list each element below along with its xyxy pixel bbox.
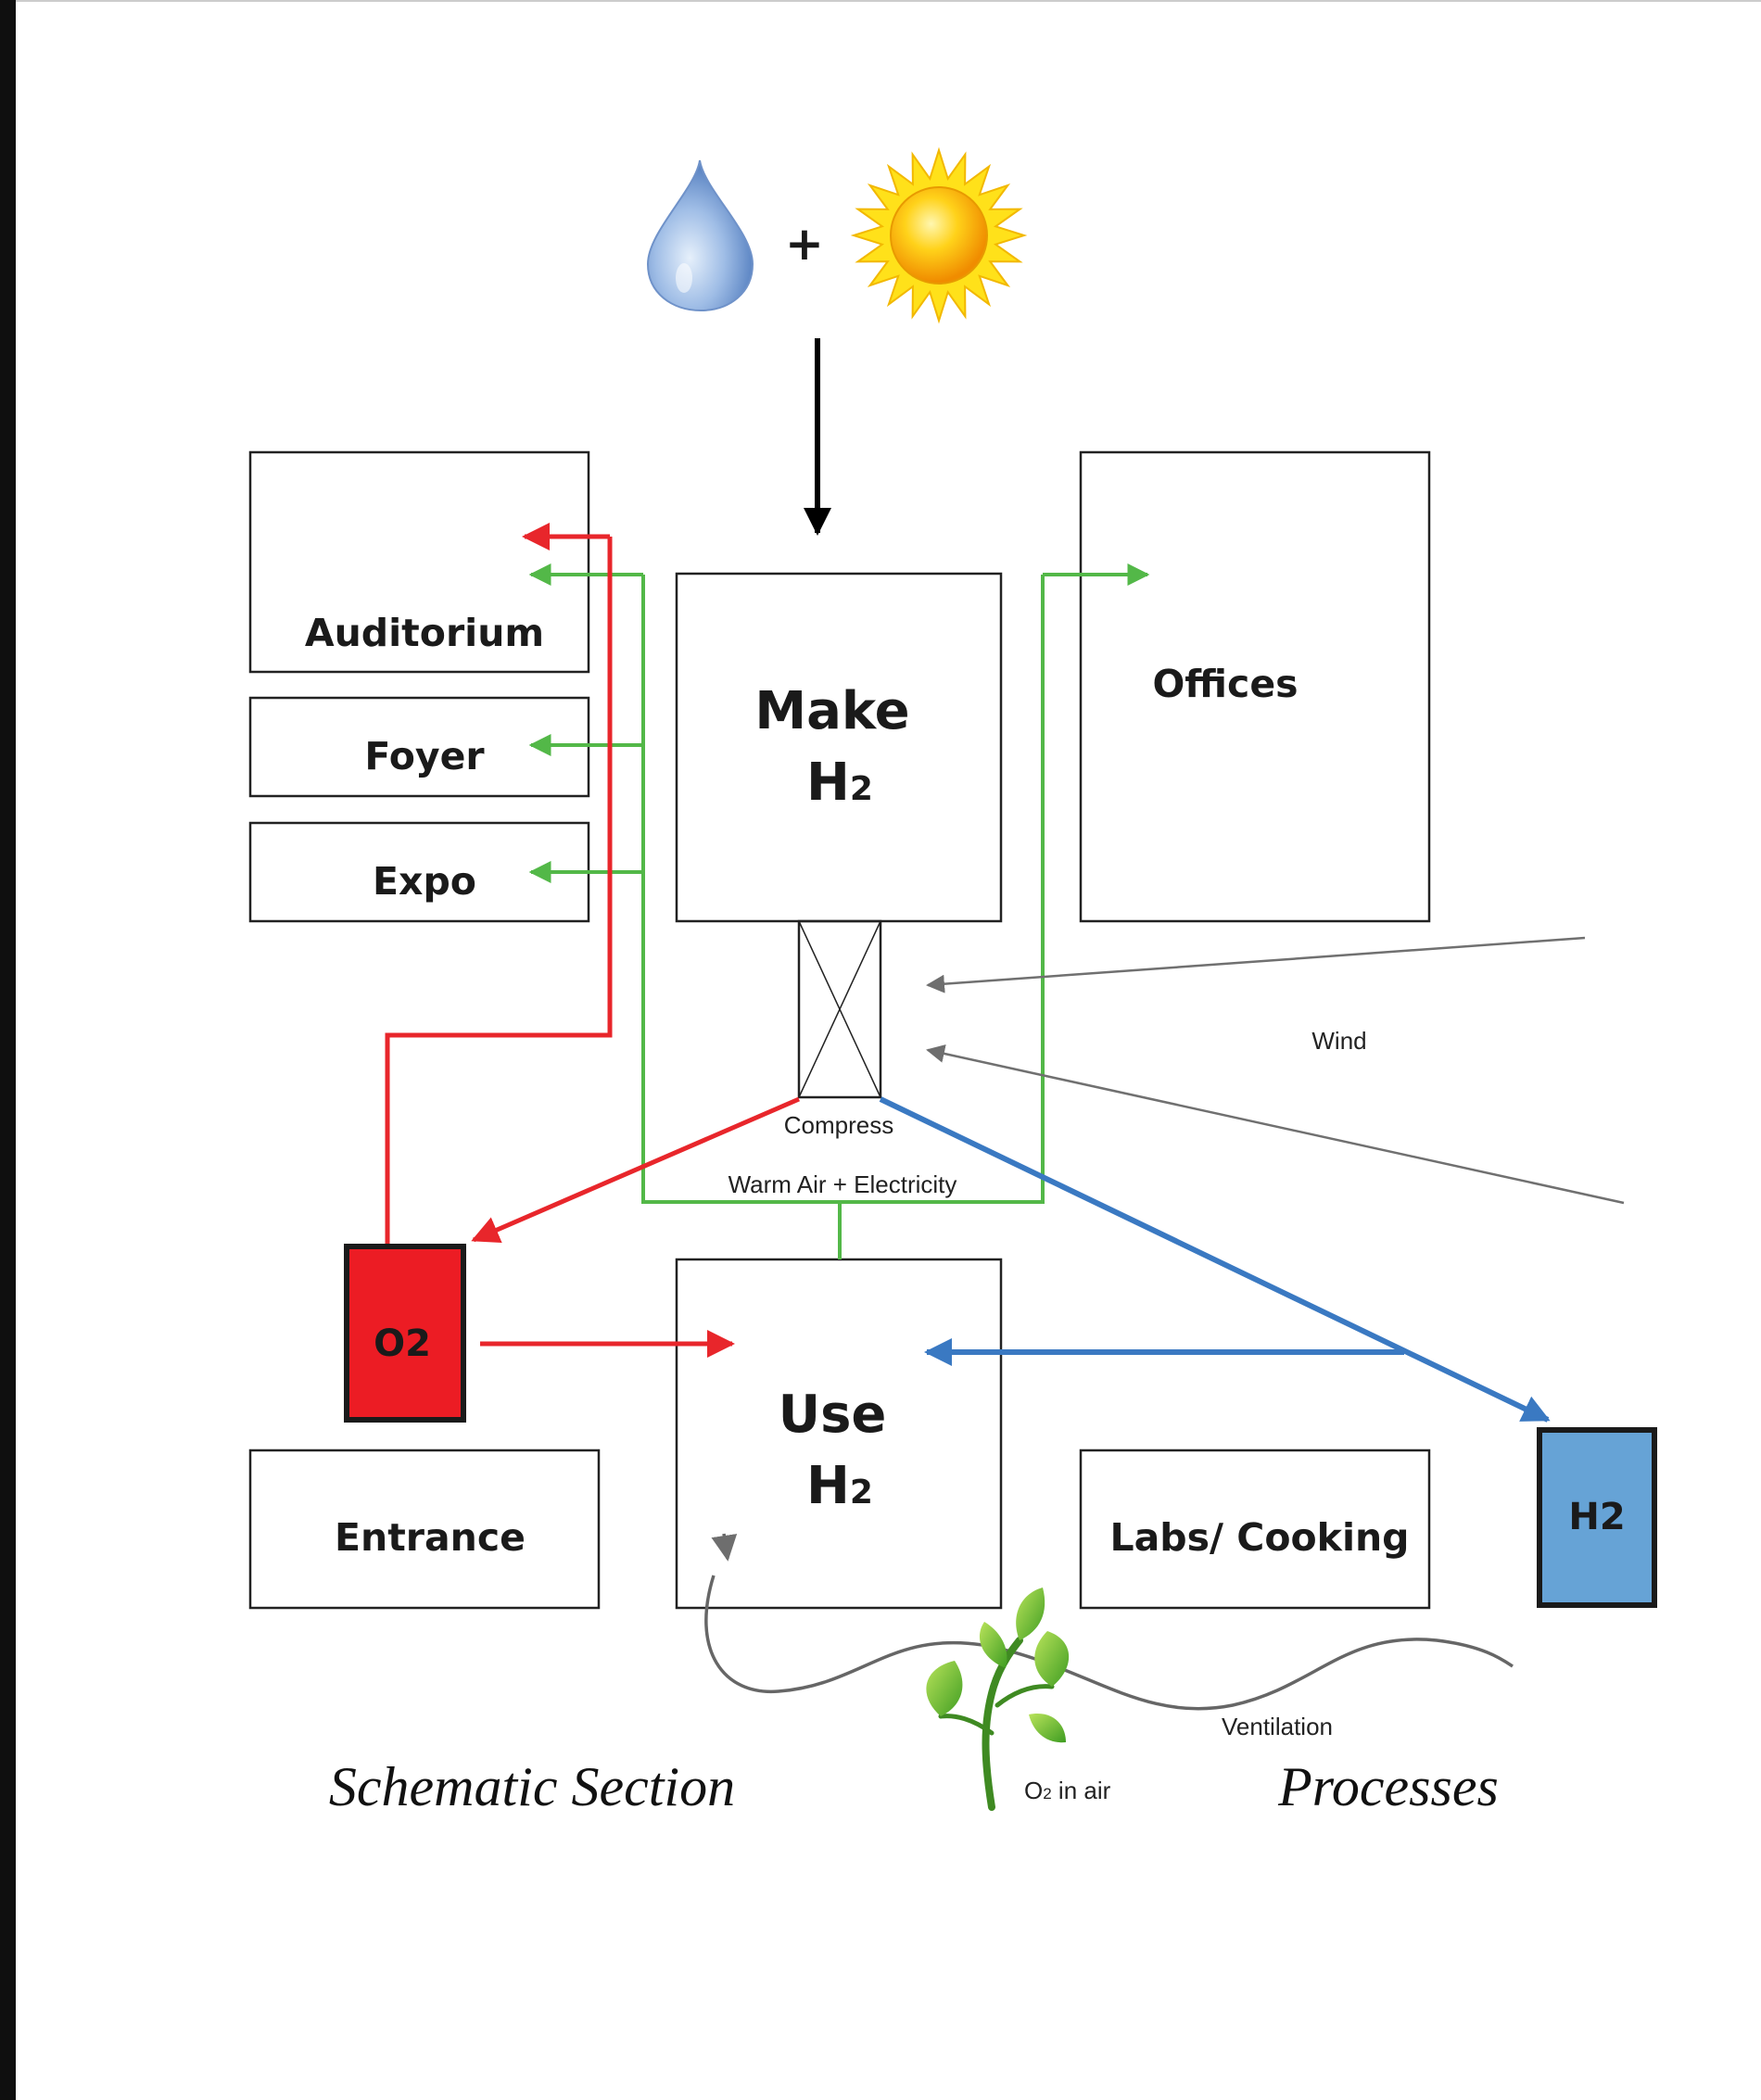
o2-tank — [344, 1244, 466, 1423]
caption-processes: Processes — [1277, 1756, 1499, 1817]
h2-tank-label: H2 — [1568, 1496, 1625, 1538]
oxygen-arrow-to-tank — [471, 1096, 800, 1244]
expo-label: Expo — [373, 859, 476, 904]
hydrogen-flows — [879, 1096, 1551, 1423]
entrance-box — [248, 1448, 601, 1610]
use-h2-formula: H2 — [806, 1456, 873, 1516]
caption-schematic-section: Schematic Section — [329, 1756, 735, 1817]
make-h2-title: Make — [754, 681, 909, 741]
auditorium-box — [248, 450, 590, 674]
plus-sign: + — [785, 217, 824, 271]
compressor — [797, 919, 882, 1099]
labs-box — [1079, 1448, 1431, 1610]
o2-tank-label: O2 — [374, 1322, 431, 1365]
page-edge-bar — [0, 0, 16, 2100]
compress-label: Compress — [784, 1111, 893, 1139]
plant-icon — [926, 1588, 1070, 1811]
make-h2-box — [675, 572, 1003, 923]
sun-disc — [890, 186, 988, 285]
ventilation-label: Ventilation — [1222, 1713, 1333, 1740]
sun-icon — [850, 146, 1028, 324]
wind-label: Wind — [1311, 1027, 1366, 1055]
wind-arrows — [926, 936, 1625, 1205]
make-h2-formula: H2 — [806, 753, 873, 813]
water-drop-icon — [646, 159, 754, 312]
oxygen-flows — [385, 523, 800, 1358]
foyer-label: Foyer — [364, 734, 485, 778]
labs-label: Labs/ Cooking — [1109, 1515, 1409, 1560]
warm-air-network — [528, 563, 1150, 1259]
entrance-label: Entrance — [335, 1515, 526, 1560]
h2-tank — [1537, 1427, 1657, 1608]
ventilation-wave — [704, 1533, 1514, 1711]
offices-label: Offices — [1152, 662, 1298, 706]
warm-air-label: Warm Air + Electricity — [728, 1170, 957, 1198]
auditorium-label: Auditorium — [305, 611, 544, 655]
offices-box — [1079, 450, 1431, 923]
use-h2-title: Use — [779, 1385, 887, 1445]
hydrogen-arrow-to-tank — [879, 1096, 1551, 1423]
o2-in-air-label: O2 in air — [1024, 1777, 1111, 1804]
